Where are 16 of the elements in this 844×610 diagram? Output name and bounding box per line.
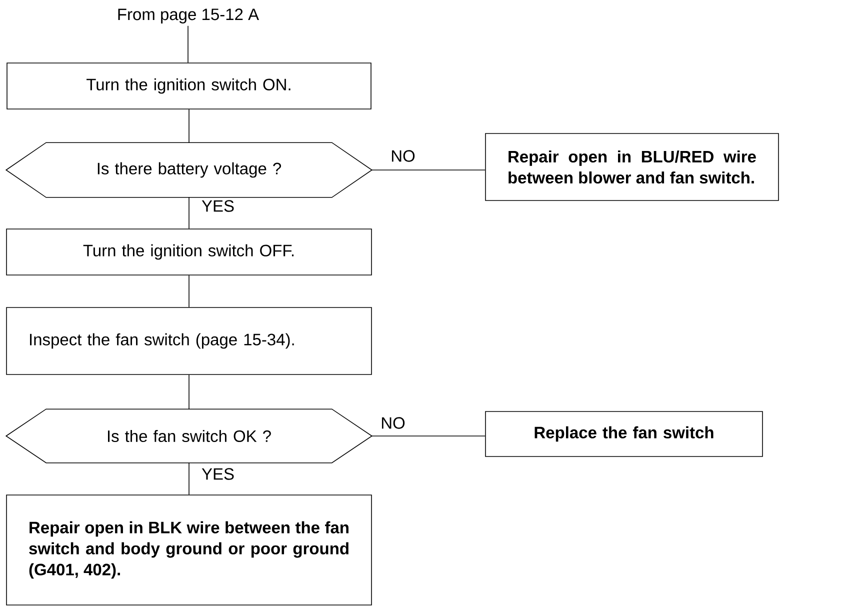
edge-label: NO bbox=[380, 416, 406, 430]
process-box: Replace the fan switch bbox=[485, 411, 763, 457]
edge-label: NO bbox=[390, 149, 416, 163]
connector-line bbox=[188, 462, 190, 495]
process-box: Repair open in BLK wire between the fan switch and body ground or poor ground (G401, 402). bbox=[6, 494, 372, 606]
process-box: Repair open in BLU/RED wire between blower and fan switch. bbox=[485, 133, 779, 201]
connector-line bbox=[188, 374, 190, 410]
reference-text: From page 15-12 A bbox=[118, 8, 260, 24]
connector-line bbox=[188, 109, 190, 143]
connector-line bbox=[188, 197, 190, 229]
edge-label: YES bbox=[200, 467, 236, 481]
process-box: Turn the ignition switch OFF. bbox=[6, 228, 372, 276]
edge-label: YES bbox=[200, 199, 236, 213]
connector-line bbox=[188, 275, 190, 308]
process-box: Turn the ignition switch ON. bbox=[6, 62, 372, 110]
process-box: Inspect the fan switch (page 15-34). bbox=[6, 307, 372, 375]
